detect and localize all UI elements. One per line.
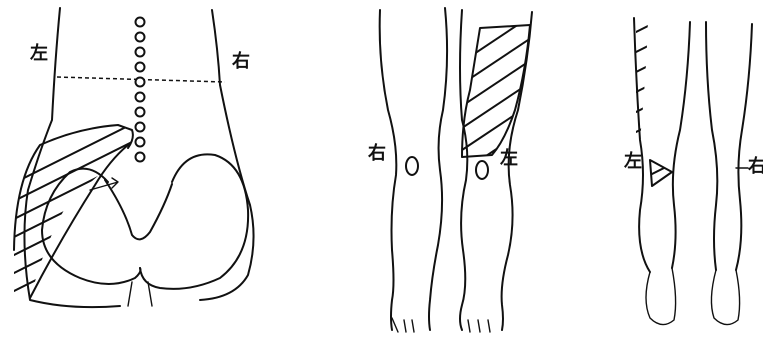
leg-right-inner	[429, 8, 447, 330]
spine-point	[136, 108, 145, 117]
gluteal-crease	[128, 282, 152, 306]
figure-legs-front	[380, 8, 540, 332]
foot-right	[392, 318, 414, 332]
leg-right-outer	[380, 10, 397, 330]
spine-point	[136, 138, 145, 147]
fig2-left-label: 左	[500, 150, 518, 168]
spine-point	[136, 153, 145, 162]
leg3-left-inner	[672, 22, 690, 268]
hatched-region-thigh	[450, 10, 540, 180]
left-buttock	[42, 169, 140, 284]
leg-left-inner	[460, 10, 467, 330]
leg3-right-inner	[736, 24, 752, 270]
foot3-right	[711, 270, 739, 325]
sacral-triangle	[105, 180, 172, 239]
foot-left	[468, 320, 490, 332]
fig2-right-label: 右	[368, 145, 386, 163]
hatched-region-hip	[0, 120, 140, 308]
spine-point	[136, 33, 145, 42]
hatched-region-outline	[14, 125, 133, 250]
spine-point	[136, 48, 145, 57]
knee-point-right	[406, 157, 418, 175]
foot3-left	[646, 268, 676, 325]
leg-left-outer	[502, 12, 532, 330]
fig1-right-label: 右	[232, 53, 250, 71]
spine-points	[136, 18, 145, 162]
leg3-left-outer	[634, 18, 650, 272]
leg3-right-outer	[706, 22, 717, 270]
knee-point-left	[476, 161, 488, 179]
spine-point	[136, 63, 145, 72]
fig3-right-label: 右	[748, 158, 763, 176]
spine-point	[136, 123, 145, 132]
spine-point	[136, 93, 145, 102]
fig3-left-label: 左	[624, 153, 642, 171]
spine-point	[136, 18, 145, 27]
fig1-left-label: 左	[30, 45, 48, 63]
spine-point	[136, 78, 145, 87]
pointer-line	[90, 178, 118, 190]
hatched-region-leg3	[620, 20, 660, 140]
